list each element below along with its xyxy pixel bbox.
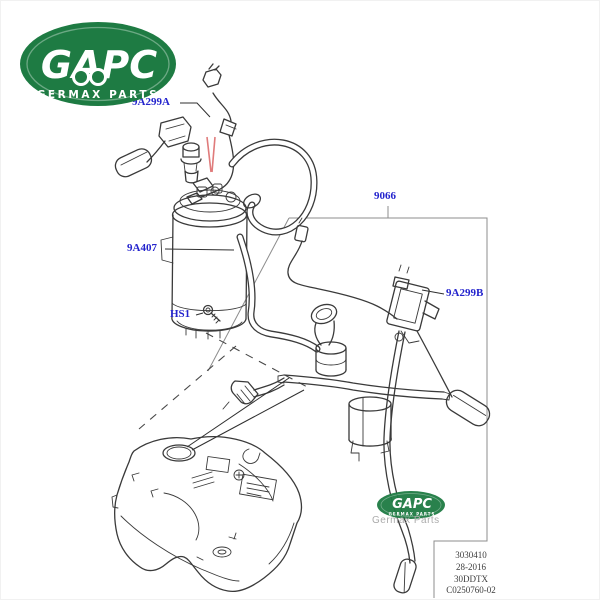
part-number-line: 3030410 — [455, 550, 487, 560]
part-number-line: C0250760-02 — [446, 585, 496, 596]
hs1-screw — [202, 304, 221, 324]
watermark-subtitle: GERMAX PARTS — [389, 512, 436, 517]
part-number-line: 30DDTX — [454, 573, 488, 584]
lower-pump-assembly — [222, 303, 451, 594]
bracket-9066-leader — [207, 206, 488, 598]
part-number-block: 3030410 28-2016 30DDTX C0250760-02 — [435, 550, 507, 597]
logo-truck-wheel-icon — [89, 68, 107, 86]
logo-subtitle: GERMAX PARTS — [37, 89, 160, 101]
part-label-9a299b: 9A299B — [446, 287, 484, 299]
watermark-text: Germax Parts — [372, 515, 440, 526]
dashed-alignment-lines — [138, 332, 312, 430]
watermark-oval — [377, 491, 445, 519]
watermark-logo: GAPC GERMAX PARTS — [376, 490, 446, 527]
part-label-hs1: HS1 — [170, 308, 191, 320]
tank-leader-lines — [186, 377, 305, 451]
logo-truck-wheel-icon — [72, 68, 90, 86]
logo-oval — [20, 22, 176, 106]
red-pointer-lines — [206, 136, 216, 173]
part-number-line: 28-2016 — [456, 561, 486, 572]
part-label-9a407: 9A407 — [127, 242, 157, 254]
label-leader-lines — [164, 102, 445, 316]
fuel-tank — [111, 436, 303, 593]
part-label-9a299a: 9A299A — [132, 96, 170, 108]
germax-logo: GAPC GERMAX PARTS — [19, 21, 177, 116]
upper-pump-module — [114, 63, 321, 353]
part-label-9066: 9066 — [374, 190, 396, 202]
fuel-level-sender-b — [287, 217, 491, 427]
watermark-wordmark: GAPC — [392, 497, 432, 512]
